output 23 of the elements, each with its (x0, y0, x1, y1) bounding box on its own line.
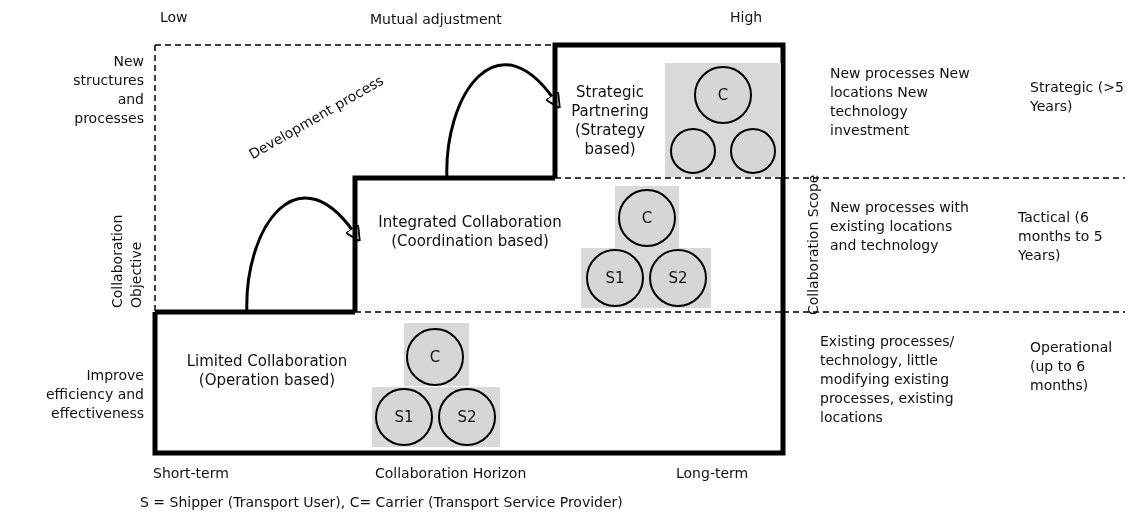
stage-label: Integrated Collaboration (Coordination based) (377, 213, 563, 251)
note-text: New processes New locations New technology investment (830, 64, 970, 140)
axis-label: Long-term (676, 464, 750, 483)
stage-label: Strategic Partnering (Strategy based) (570, 83, 650, 159)
axis-label: Collaboration Horizon (375, 464, 528, 483)
time-label: Tactical (6 months to 5 Years) (1018, 208, 1104, 265)
stage-label: Limited Collaboration (Operation based) (185, 352, 349, 390)
caption: S = Shipper (Transport User), C= Carrier (Transport Service Provider) (140, 493, 623, 512)
stage-region (555, 45, 783, 178)
axis-title: Collaboration Objective (108, 213, 145, 308)
time-label: Operational (up to 6 months) (1030, 338, 1114, 395)
row-label: Improve efficiency and effectiveness (45, 366, 144, 423)
row-label: New structures and processes (72, 52, 144, 128)
axis-label: Short-term (153, 464, 230, 483)
axis-label: Mutual adjustment (370, 10, 503, 29)
stage-region (355, 178, 783, 312)
axis-title: Collaboration Scope (804, 173, 822, 315)
axis-label: Low (160, 8, 189, 27)
stage-region (155, 312, 783, 453)
axis-label: High (730, 8, 764, 27)
note-text: Existing processes/ technology, little modifying existing processes, existing locations (820, 332, 956, 427)
time-label: Strategic (>5 Years) (1030, 78, 1125, 116)
note-text: New processes with existing locations and technology (830, 198, 970, 255)
